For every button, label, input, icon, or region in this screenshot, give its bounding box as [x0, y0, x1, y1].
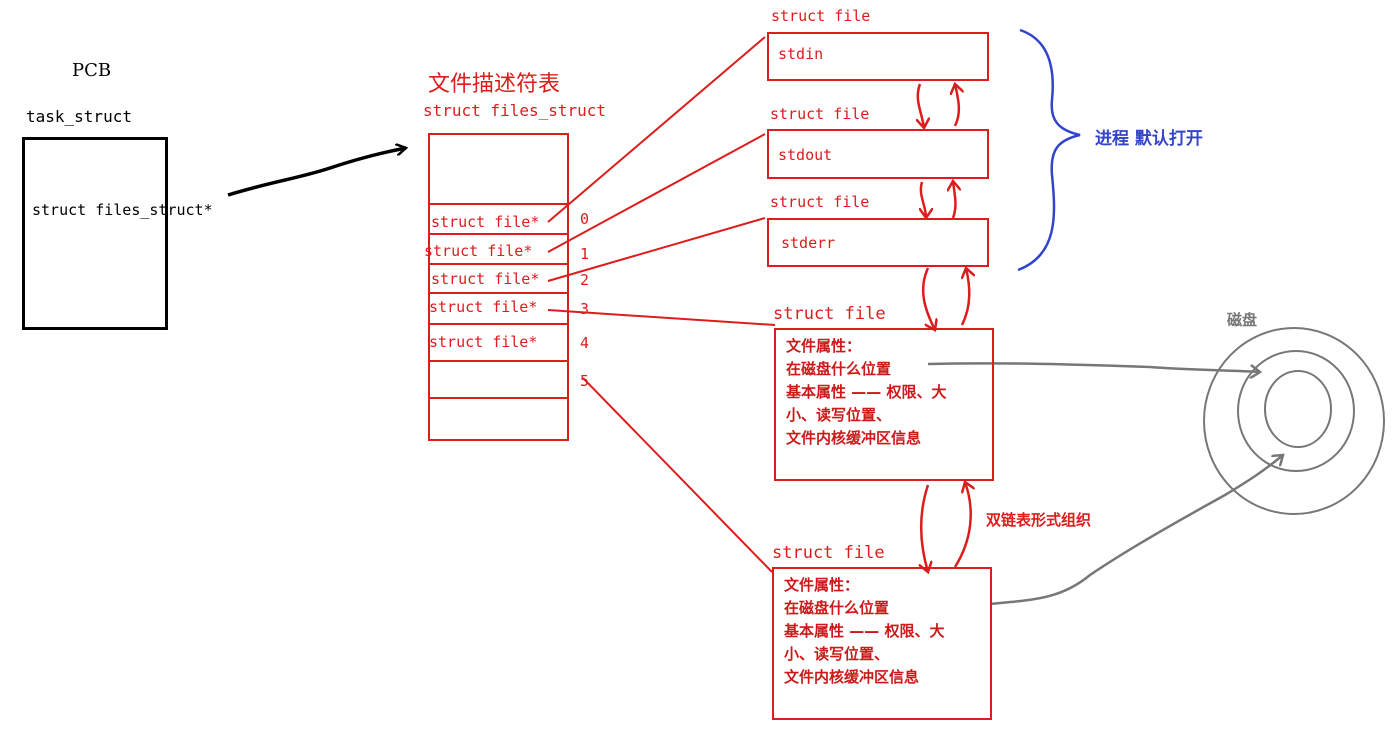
- file-node-line: 在磁盘什么位置: [786, 360, 892, 378]
- file-node-line: 文件属性：: [786, 337, 862, 355]
- disk-inner-ring: [1264, 370, 1332, 448]
- fd-index: 4: [580, 334, 590, 352]
- file-node-line: 小、读写位置、: [784, 645, 890, 663]
- pcb-files-field: struct files_struct*: [32, 201, 213, 219]
- stdout-box: [767, 129, 989, 179]
- file-node-line: 基本属性 —— 权限、大: [786, 383, 947, 401]
- stderr-box: [767, 218, 989, 267]
- fdtable-divider: [428, 203, 569, 205]
- std-file-label: struct file: [770, 193, 870, 211]
- file-node-label: struct file: [772, 543, 885, 563]
- fd1-to-stdout-line: [547, 133, 766, 253]
- fdtable-divider: [428, 233, 569, 235]
- stdout-to-stderr-arrow: [921, 181, 926, 218]
- stderr-name: stderr: [781, 234, 836, 252]
- fd-index: 0: [580, 210, 590, 228]
- fd-entry: struct file*: [431, 213, 540, 231]
- file1-to-file2-arrow: [921, 484, 928, 572]
- file-node-box: [772, 567, 992, 720]
- file2-to-file1-arrow: [953, 482, 971, 568]
- fdtable-divider: [428, 292, 569, 294]
- fd2-to-stderr-line: [547, 217, 766, 282]
- stderr-to-file1-arrow: [921, 267, 935, 330]
- file-node-line: 在磁盘什么位置: [784, 599, 890, 617]
- file-node-label: struct file: [773, 304, 886, 324]
- disk-middle-ring: [1237, 350, 1355, 472]
- process-brace: [1017, 28, 1081, 272]
- stdin-box: [767, 32, 989, 81]
- stdout-to-stdin-arrow: [955, 84, 959, 127]
- fd-entry: struct file*: [431, 270, 540, 288]
- fdtable-title: 文件描述符表: [428, 72, 561, 97]
- std-file-label: struct file: [771, 7, 871, 25]
- file-node-line: 基本属性 —— 权限、大: [784, 622, 945, 640]
- list-note: 双链表形式组织: [986, 511, 1092, 529]
- stderr-to-stdout-arrow: [953, 181, 955, 219]
- std-file-label: struct file: [770, 105, 870, 123]
- fd5-to-file2-line: [582, 377, 773, 573]
- fd-index: 3: [580, 300, 590, 318]
- fd0-to-stdin-line: [547, 36, 766, 223]
- stdin-name: stdin: [778, 45, 824, 63]
- stdout-name: stdout: [778, 146, 833, 164]
- fd-entry: struct file*: [429, 333, 538, 351]
- pcb-title: PCB: [72, 60, 112, 81]
- fdtable-divider: [428, 360, 569, 362]
- task-struct-label: task_struct: [26, 107, 132, 126]
- pcb-to-fdtable-arrow: [227, 148, 406, 197]
- fdtable-struct-label: struct files_struct: [423, 101, 607, 120]
- stdin-to-stdout-arrow: [918, 83, 924, 128]
- disk-outer-ring: [1203, 327, 1385, 515]
- file2-to-disk-arrow: [989, 455, 1283, 606]
- file-node-line: 小、读写位置、: [786, 406, 892, 424]
- fd-index: 2: [580, 271, 590, 289]
- file-node-line: 文件内核缓冲区信息: [786, 429, 922, 447]
- file-node-line: 文件属性：: [784, 576, 860, 594]
- pcb-box: [22, 137, 168, 330]
- process-note: 进程 默认打开: [1095, 129, 1203, 149]
- fd-entry: struct file*: [424, 242, 533, 260]
- fdtable-divider: [428, 263, 569, 265]
- disk-label: 磁盘: [1227, 311, 1258, 329]
- fd-entry: struct file*: [429, 298, 538, 316]
- file1-to-stderr-arrow: [962, 268, 969, 326]
- file-node-box: [774, 328, 994, 481]
- file-node-line: 文件内核缓冲区信息: [784, 668, 920, 686]
- fdtable-divider: [428, 323, 569, 325]
- fdtable-box: [428, 133, 569, 441]
- fdtable-divider: [428, 397, 569, 399]
- fd-index: 5: [580, 372, 590, 390]
- fd-index: 1: [580, 245, 590, 263]
- fd3-to-file1-line: [547, 309, 776, 326]
